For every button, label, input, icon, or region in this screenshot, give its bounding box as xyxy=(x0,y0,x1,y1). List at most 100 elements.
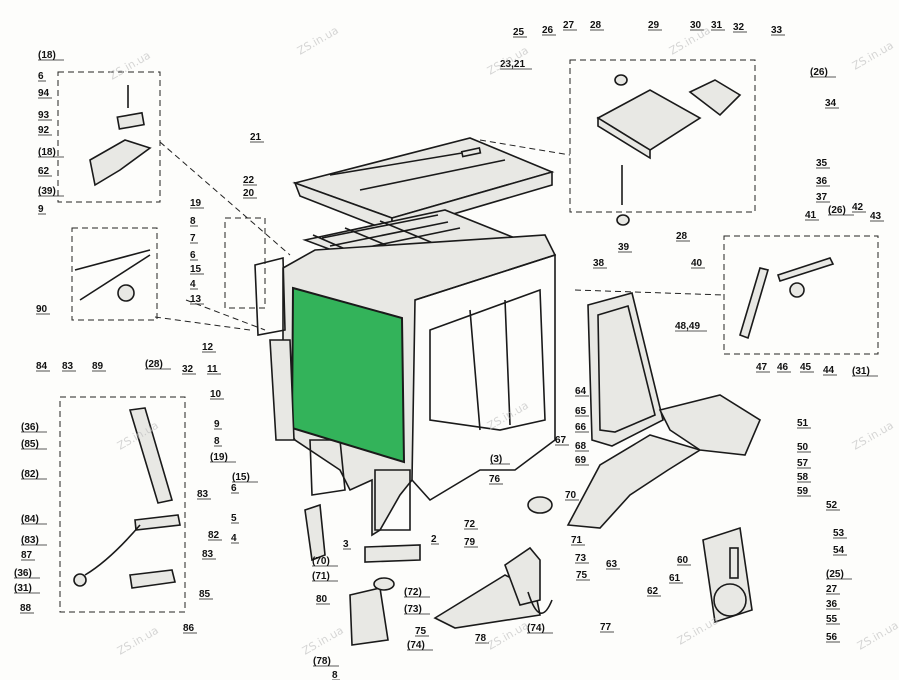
part-label: (31) xyxy=(14,583,32,594)
part-label: 51 xyxy=(797,418,809,429)
part-label: 28 xyxy=(590,20,602,31)
part-label: 73 xyxy=(575,553,587,564)
part-label: 75 xyxy=(576,570,588,581)
part-label: (82) xyxy=(21,469,39,480)
part-label: 85 xyxy=(199,589,211,600)
part-label: 8 xyxy=(214,436,220,447)
part-label: 93 xyxy=(38,110,50,121)
part-label: (18) xyxy=(38,147,56,158)
part-label: 23,21 xyxy=(500,59,525,70)
part-label: (39) xyxy=(38,186,56,197)
part-label: 27 xyxy=(563,20,575,31)
part-label: 29 xyxy=(648,20,660,31)
part-label: 40 xyxy=(691,258,703,269)
part-label: (36) xyxy=(14,568,32,579)
part-label: 94 xyxy=(38,88,50,99)
part-label: 36 xyxy=(816,176,828,187)
part-label: 10 xyxy=(210,389,222,400)
part-label: 53 xyxy=(833,528,845,539)
part-label: 4 xyxy=(190,279,196,290)
part-label: (18) xyxy=(38,50,56,61)
watermark: ZS.in.ua xyxy=(485,619,531,653)
part-label: 65 xyxy=(575,406,587,417)
part-label: 87 xyxy=(21,550,33,561)
part-label: (71) xyxy=(312,571,330,582)
part-label: 75 xyxy=(415,626,427,637)
part-label: 70 xyxy=(565,490,577,501)
part-label: (26) xyxy=(828,205,846,216)
part-label: (72) xyxy=(404,587,422,598)
part-label: 64 xyxy=(575,386,587,397)
part-label: 32 xyxy=(182,364,194,375)
floor-mounts xyxy=(304,496,553,646)
part-label: (78) xyxy=(313,656,331,667)
mount-bracket-plate xyxy=(702,526,753,624)
part-label: (74) xyxy=(527,623,545,634)
watermark: ZS.in.ua xyxy=(850,419,896,453)
stay-rod-right xyxy=(739,257,835,340)
part-label: 11 xyxy=(207,364,218,375)
part-label: 13 xyxy=(190,294,202,305)
part-label: 31 xyxy=(711,20,723,31)
part-label: 62 xyxy=(38,166,50,177)
watermark: ZS.in.ua xyxy=(107,49,153,83)
part-label: 4 xyxy=(231,533,237,544)
part-label: 84 xyxy=(36,361,48,372)
part-label: 20 xyxy=(243,188,255,199)
part-label: 6 xyxy=(190,250,196,261)
part-label: 52 xyxy=(826,500,838,511)
part-label: 71 xyxy=(571,535,583,546)
part-label: 66 xyxy=(575,422,587,433)
part-label: 30 xyxy=(690,20,702,31)
part-label: 34 xyxy=(825,98,837,109)
rear-fender xyxy=(566,394,762,529)
part-label: 58 xyxy=(797,472,809,483)
part-label: 83 xyxy=(202,549,214,560)
part-label: (74) xyxy=(407,640,425,651)
part-label: (85) xyxy=(21,439,39,450)
part-label: 69 xyxy=(575,455,587,466)
part-label: 8 xyxy=(190,216,196,227)
watermark: ZS.in.ua xyxy=(675,614,721,648)
part-number-labels: (18)6949392(18)62(39)9901987615413212220… xyxy=(14,20,882,680)
part-label: 88 xyxy=(20,603,32,614)
part-label: 92 xyxy=(38,125,50,136)
watermark: ZS.in.ua xyxy=(300,624,346,658)
part-label: 9 xyxy=(38,204,44,215)
part-label: (3) xyxy=(490,454,502,465)
part-label: 38 xyxy=(593,258,605,269)
part-label: 15 xyxy=(190,264,202,275)
part-label: (84) xyxy=(21,514,39,525)
part-label: 12 xyxy=(202,342,214,353)
part-label: 46 xyxy=(777,362,789,373)
part-label: 90 xyxy=(36,304,48,315)
part-label: 33 xyxy=(771,25,783,36)
part-label: 62 xyxy=(647,586,659,597)
part-label: (70) xyxy=(312,556,330,567)
watermark: ZS.in.ua xyxy=(855,619,899,653)
right-door xyxy=(587,292,664,447)
part-label: 83 xyxy=(62,361,74,372)
part-label: 47 xyxy=(756,362,768,373)
part-label: 67 xyxy=(555,435,567,446)
part-label: 28 xyxy=(676,231,688,242)
part-label: 35 xyxy=(816,158,828,169)
part-label: (28) xyxy=(145,359,163,370)
gas-strut-assembly xyxy=(73,407,181,589)
part-label: (36) xyxy=(21,422,39,433)
part-label: 44 xyxy=(823,365,835,376)
watermarks: ZS.in.ua ZS.in.ua ZS.in.ua ZS.in.ua ZS.i… xyxy=(107,24,899,658)
part-label: 32 xyxy=(733,22,745,33)
part-label: 82 xyxy=(208,530,220,541)
part-label: 79 xyxy=(464,537,476,548)
part-label: 7 xyxy=(190,233,196,244)
handle-closeup xyxy=(74,249,151,302)
part-label: 54 xyxy=(833,545,845,556)
part-label: 89 xyxy=(92,361,104,372)
part-label: 21 xyxy=(250,132,262,143)
part-label: 86 xyxy=(183,623,195,634)
part-label: 22 xyxy=(243,175,255,186)
part-label: 76 xyxy=(489,474,501,485)
